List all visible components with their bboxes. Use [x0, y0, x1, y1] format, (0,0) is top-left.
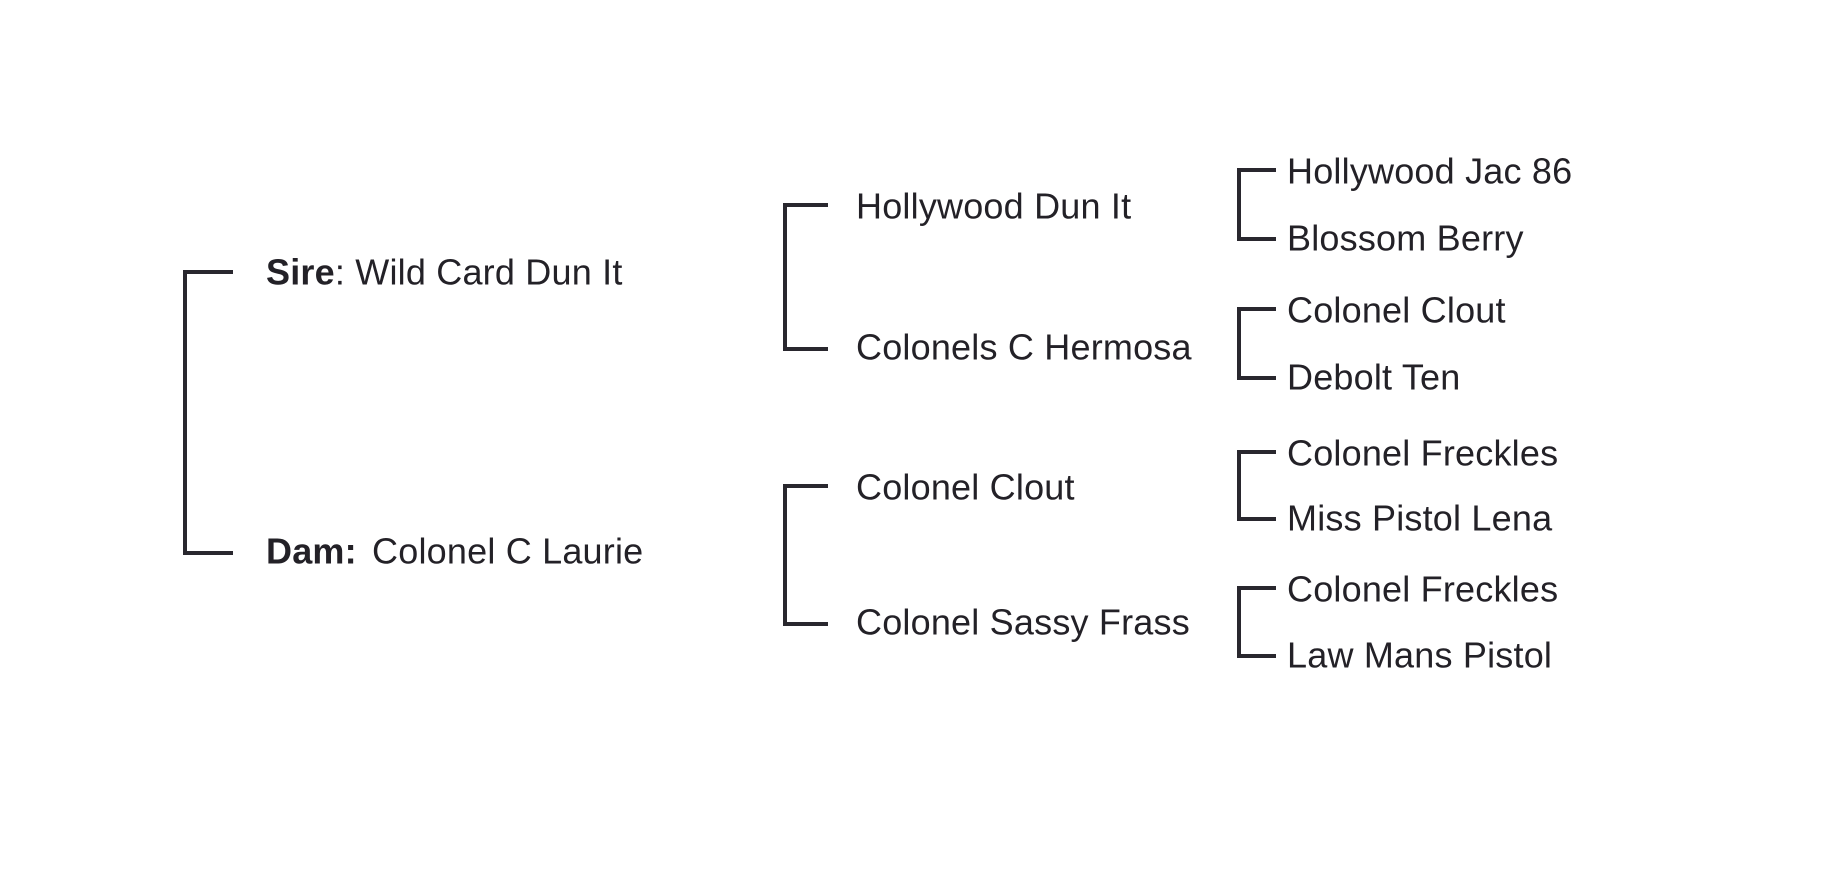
node-dam: Dam: Colonel C Laurie — [266, 530, 643, 571]
bracket-sire-parents — [783, 203, 828, 351]
node-gg-6: Miss Pistol Lena — [1287, 497, 1553, 539]
node-sire: Sire: Wild Card Dun It — [266, 251, 623, 292]
node-sire-sire: Hollywood Dun It — [856, 185, 1132, 227]
bracket-hollywood-dun-it-parents — [1237, 168, 1276, 241]
node-gg-8: Law Mans Pistol — [1287, 634, 1553, 676]
bracket-dam-parents — [783, 484, 828, 626]
dam-name: Colonel C Laurie — [372, 530, 644, 572]
dam-label: Dam: — [266, 530, 357, 572]
bracket-subject — [183, 270, 233, 555]
sire-separator: : — [334, 251, 346, 293]
node-dam-sire: Colonel Clout — [856, 466, 1075, 508]
bracket-colonel-sassy-frass-parents — [1237, 586, 1276, 658]
sire-name: Wild Card Dun It — [355, 251, 623, 293]
node-sire-dam: Colonels C Hermosa — [856, 326, 1192, 368]
sire-label: Sire — [266, 251, 335, 293]
bracket-colonel-clout-parents — [1237, 450, 1276, 521]
node-gg-4: Debolt Ten — [1287, 356, 1461, 398]
node-gg-7: Colonel Freckles — [1287, 568, 1559, 610]
node-gg-2: Blossom Berry — [1287, 217, 1524, 259]
bracket-colonels-c-hermosa-parents — [1237, 307, 1276, 380]
node-gg-3: Colonel Clout — [1287, 289, 1506, 331]
node-gg-5: Colonel Freckles — [1287, 432, 1559, 474]
node-gg-1: Hollywood Jac 86 — [1287, 150, 1573, 192]
node-dam-dam: Colonel Sassy Frass — [856, 601, 1190, 643]
